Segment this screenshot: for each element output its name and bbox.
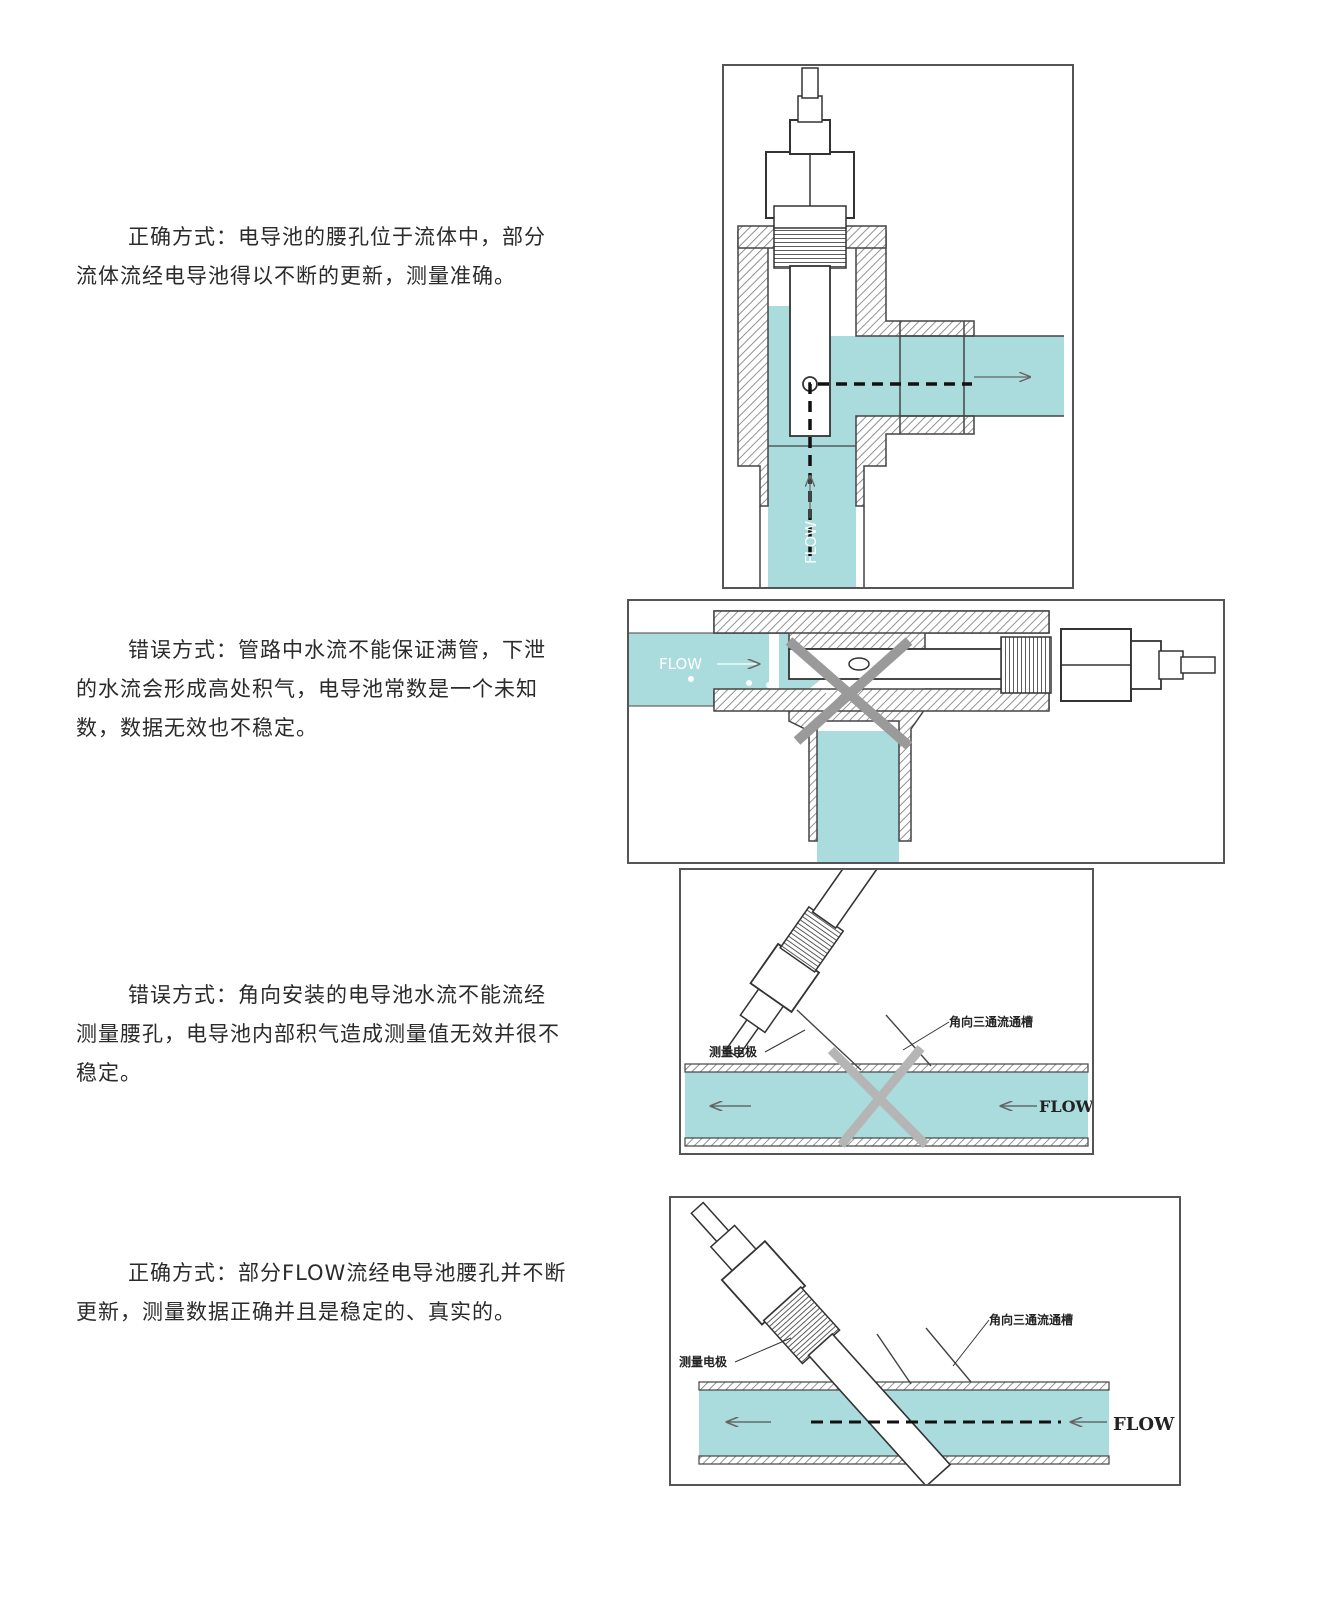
diagram-wrong-horizontal-tee: FLOW xyxy=(627,599,1225,864)
flow-label: FLOW xyxy=(802,521,820,564)
pipe-wall-top xyxy=(684,1063,1089,1073)
tee-body-right-lower-wall xyxy=(855,415,975,507)
diagram-correct-vertical-tee: FLOW xyxy=(722,64,1074,589)
cable-gland xyxy=(1130,640,1162,690)
diagram-wrong-angled-tee: 测量电极 角向三通流通槽 FLOW xyxy=(679,868,1094,1155)
electrode-body xyxy=(807,1332,952,1484)
horizontal-tee-svg: FLOW xyxy=(629,610,1216,862)
thread-fitting xyxy=(1000,636,1052,694)
angled-wrong-svg: 测量电极 角向三通流通槽 FLOW xyxy=(684,870,1092,1149)
electrode-body xyxy=(811,870,923,930)
angled-correct-svg: 测量电极 角向三通流通槽 FLOW xyxy=(679,1201,1175,1484)
tee-label: 角向三通流通槽 xyxy=(989,1312,1073,1327)
water-fill xyxy=(768,306,1064,587)
diagram-correct-angled-tee: 测量电极 角向三通流通槽 FLOW xyxy=(669,1196,1181,1486)
flow-label: FLOW xyxy=(1113,1414,1175,1435)
description-correct-vertical: 正确方式：电导池的腰孔位于流体中，部分流体流经电导池得以不断的更新，测量准确。 xyxy=(76,225,546,288)
pipe-wall-bottom xyxy=(684,1137,1089,1147)
electrode-hole xyxy=(848,657,870,671)
flow-label: FLOW xyxy=(1039,1097,1092,1116)
flow-label: FLOW xyxy=(659,655,702,673)
pipe-wall-top xyxy=(698,1381,1110,1391)
cable-gland xyxy=(789,119,831,155)
tee-label: 角向三通流通槽 xyxy=(949,1014,1033,1029)
electrode-label: 测量电极 xyxy=(679,1354,728,1369)
description-wrong-angled: 错误方式：角向安装的电导池水流不能流经测量腰孔，电导池内部积气造成测量值无效并很… xyxy=(76,983,560,1085)
description-correct-angled: 正确方式：部分FLOW流经电导池腰孔并不断更新，测量数据正确并且是稳定的、真实的… xyxy=(76,1261,567,1324)
thread-fitting xyxy=(773,225,847,269)
description-wrong-horizontal: 错误方式：管路中水流不能保证满管，下泄的水流会形成高处积气，电导池常数是一个未知… xyxy=(76,638,546,740)
water-fill xyxy=(629,633,899,862)
tee-body-left-wall xyxy=(737,230,769,507)
vertical-tee-svg: FLOW xyxy=(737,67,1064,587)
electrode-label: 测量电极 xyxy=(709,1044,758,1059)
